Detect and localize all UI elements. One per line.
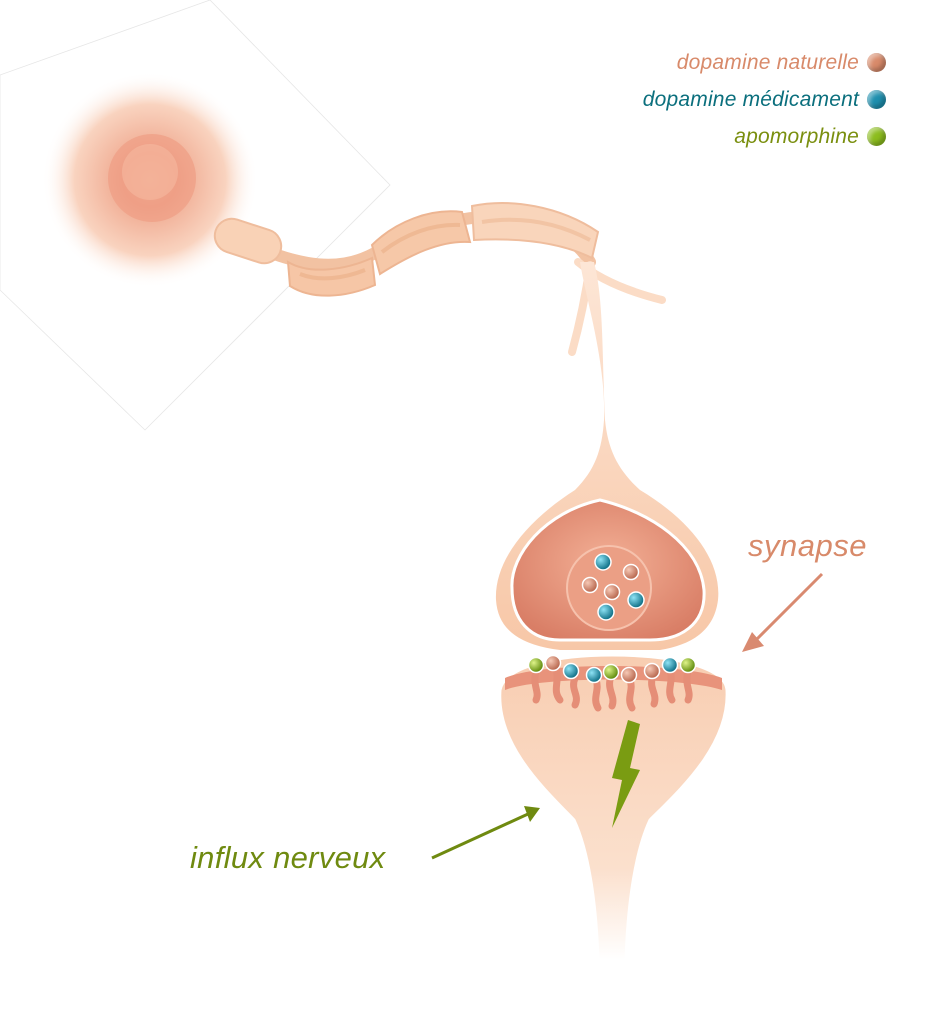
synapse-arrow-icon xyxy=(742,572,824,652)
receptor xyxy=(570,674,580,709)
myelin-segment xyxy=(213,217,283,265)
axon xyxy=(213,202,666,356)
legend: dopamine naturelle dopamine médicament a… xyxy=(643,44,886,155)
apomorphine-molecule xyxy=(527,656,545,674)
legend-item-apomorphine: apomorphine xyxy=(643,118,886,155)
natural-dopamine-molecule xyxy=(622,563,640,581)
receptor xyxy=(683,668,693,704)
sphere-icon xyxy=(867,53,886,72)
myelin-segment xyxy=(286,256,377,297)
myelin-segment xyxy=(370,210,472,276)
medication-dopamine-molecule xyxy=(661,656,679,674)
legend-item-medication-dopamine: dopamine médicament xyxy=(643,81,886,118)
influx-label: influx nerveux xyxy=(190,840,386,875)
natural-dopamine-molecule xyxy=(643,662,661,680)
apomorphine-molecule xyxy=(602,663,620,681)
receptor xyxy=(531,668,541,704)
receptor xyxy=(666,666,676,704)
medication-dopamine-molecule xyxy=(597,603,615,621)
medication-dopamine-molecule xyxy=(562,662,580,680)
legend-item-natural-dopamine: dopamine naturelle xyxy=(643,44,886,81)
synapse-label: synapse xyxy=(748,528,867,563)
natural-dopamine-molecule xyxy=(544,654,562,672)
legend-label: apomorphine xyxy=(734,124,859,148)
receptor xyxy=(552,664,564,704)
background-frame xyxy=(0,0,391,431)
receptor xyxy=(606,672,617,710)
receptor xyxy=(626,676,636,712)
receptor xyxy=(648,672,659,708)
receptor xyxy=(592,676,602,712)
apomorphine-molecule xyxy=(679,656,697,674)
natural-dopamine-molecule xyxy=(620,666,638,684)
medication-dopamine-molecule xyxy=(594,553,612,571)
molecules xyxy=(527,553,697,684)
medication-dopamine-molecule xyxy=(585,666,603,684)
influx-arrow-icon xyxy=(431,806,540,860)
natural-dopamine-molecule xyxy=(603,583,621,601)
sphere-icon xyxy=(867,90,886,109)
soma xyxy=(42,72,258,288)
legend-label: dopamine médicament xyxy=(642,87,859,111)
legend-label: dopamine naturelle xyxy=(676,50,859,74)
myelin-segment xyxy=(470,202,600,260)
medication-dopamine-molecule xyxy=(627,591,645,609)
lightning-bolt-icon xyxy=(612,720,640,828)
natural-dopamine-molecule xyxy=(581,576,599,594)
sphere-icon xyxy=(867,127,886,146)
